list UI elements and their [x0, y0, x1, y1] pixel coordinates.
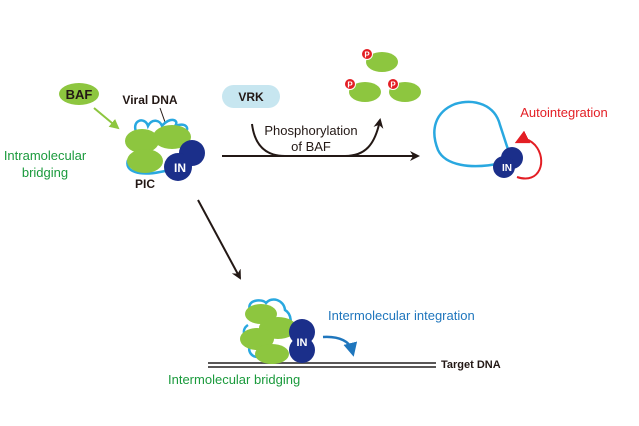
- viral-dna-loop: [433, 100, 512, 168]
- svg-text:P: P: [364, 51, 370, 60]
- baf-dimer: [153, 125, 191, 149]
- baf-dimer: [127, 149, 163, 173]
- phosphorylation-arrow: [251, 118, 384, 157]
- integrase-subunit: [493, 156, 515, 178]
- intermolecular-integration-label: Intermolecular integration: [328, 308, 475, 323]
- phosphate-icon: [344, 78, 356, 90]
- intramolecular-label-line1: Intramolecular: [4, 148, 87, 163]
- integrase-subunit: [289, 319, 315, 345]
- vrk-label: VRK: [238, 90, 264, 104]
- svg-text:P: P: [390, 81, 396, 90]
- phosphorylation-label-line1: Phosphorylation: [264, 123, 357, 138]
- autointegration-label: Autointegration: [520, 105, 607, 120]
- phosphorylated-baf-group: P P P: [344, 48, 421, 102]
- viral-dna-pointer: [159, 107, 166, 123]
- intermolecular-path-arrow: [197, 199, 241, 280]
- baf-free: BAF: [59, 83, 99, 105]
- autointegration-complex: IN: [433, 100, 543, 180]
- intramolecular-label-line2: bridging: [22, 165, 68, 180]
- intermolecular-bridging-label: Intermolecular bridging: [168, 372, 300, 387]
- pic-complex: IN: [125, 118, 205, 181]
- target-dna-strand-top: [208, 362, 436, 364]
- pic-label: PIC: [135, 177, 155, 191]
- phospho-baf: [349, 82, 381, 102]
- baf-binding-arrow: [93, 107, 120, 130]
- target-dna-strand-bottom: [208, 366, 436, 368]
- target-dna-label: Target DNA: [441, 359, 501, 371]
- phosphorylation-label-line2: of BAF: [291, 139, 331, 154]
- phosphate-icon: [361, 48, 373, 60]
- vrk-kinase: VRK: [222, 85, 280, 108]
- integrase-subunit: [289, 337, 315, 363]
- baf-label: BAF: [66, 87, 93, 102]
- intermolecular-complex: IN: [240, 298, 315, 364]
- baf-dimer: [125, 129, 159, 153]
- in-label: IN: [174, 161, 186, 175]
- intermolecular-integration-arrow: [322, 335, 358, 357]
- autointegration-arrow: [514, 130, 543, 180]
- svg-text:IN: IN: [502, 163, 512, 174]
- phospho-baf: [366, 52, 398, 72]
- baf-dimer: [255, 344, 289, 364]
- viral-dna-label: Viral DNA: [122, 93, 177, 107]
- phosphate-icon: [387, 78, 399, 90]
- svg-text:P: P: [347, 81, 353, 90]
- integrase-subunit: [164, 153, 192, 181]
- svg-text:IN: IN: [297, 337, 308, 349]
- baf-dimer: [240, 328, 274, 350]
- viral-dna-strand: [134, 118, 189, 135]
